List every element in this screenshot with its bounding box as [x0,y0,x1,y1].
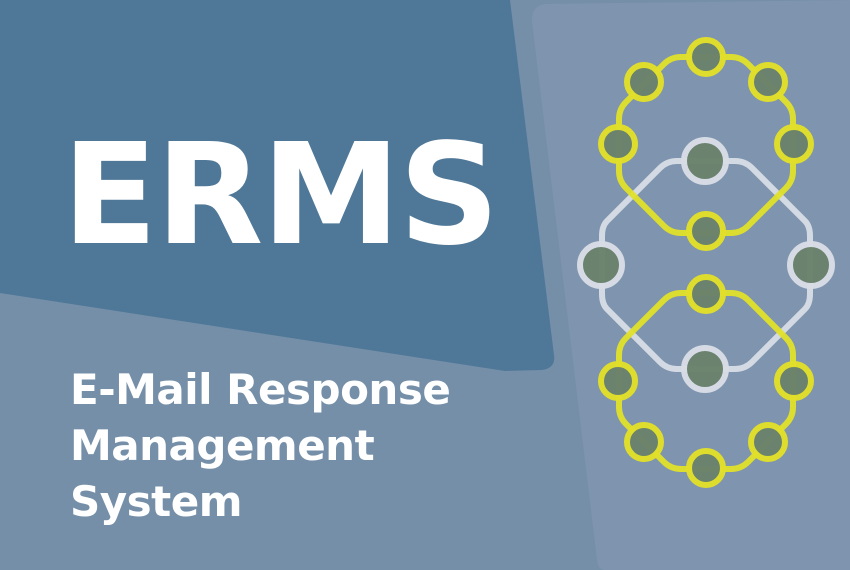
dark-panel [0,0,555,371]
page-title: ERMS [62,114,500,277]
subtitle-line-1: E-Mail Response [70,365,451,414]
network-graph-icon [577,37,835,488]
subtitle: E-Mail Response Management System [70,362,451,530]
subtitle-line-2: Management [70,421,375,470]
subtitle-line-3: System [70,477,242,526]
